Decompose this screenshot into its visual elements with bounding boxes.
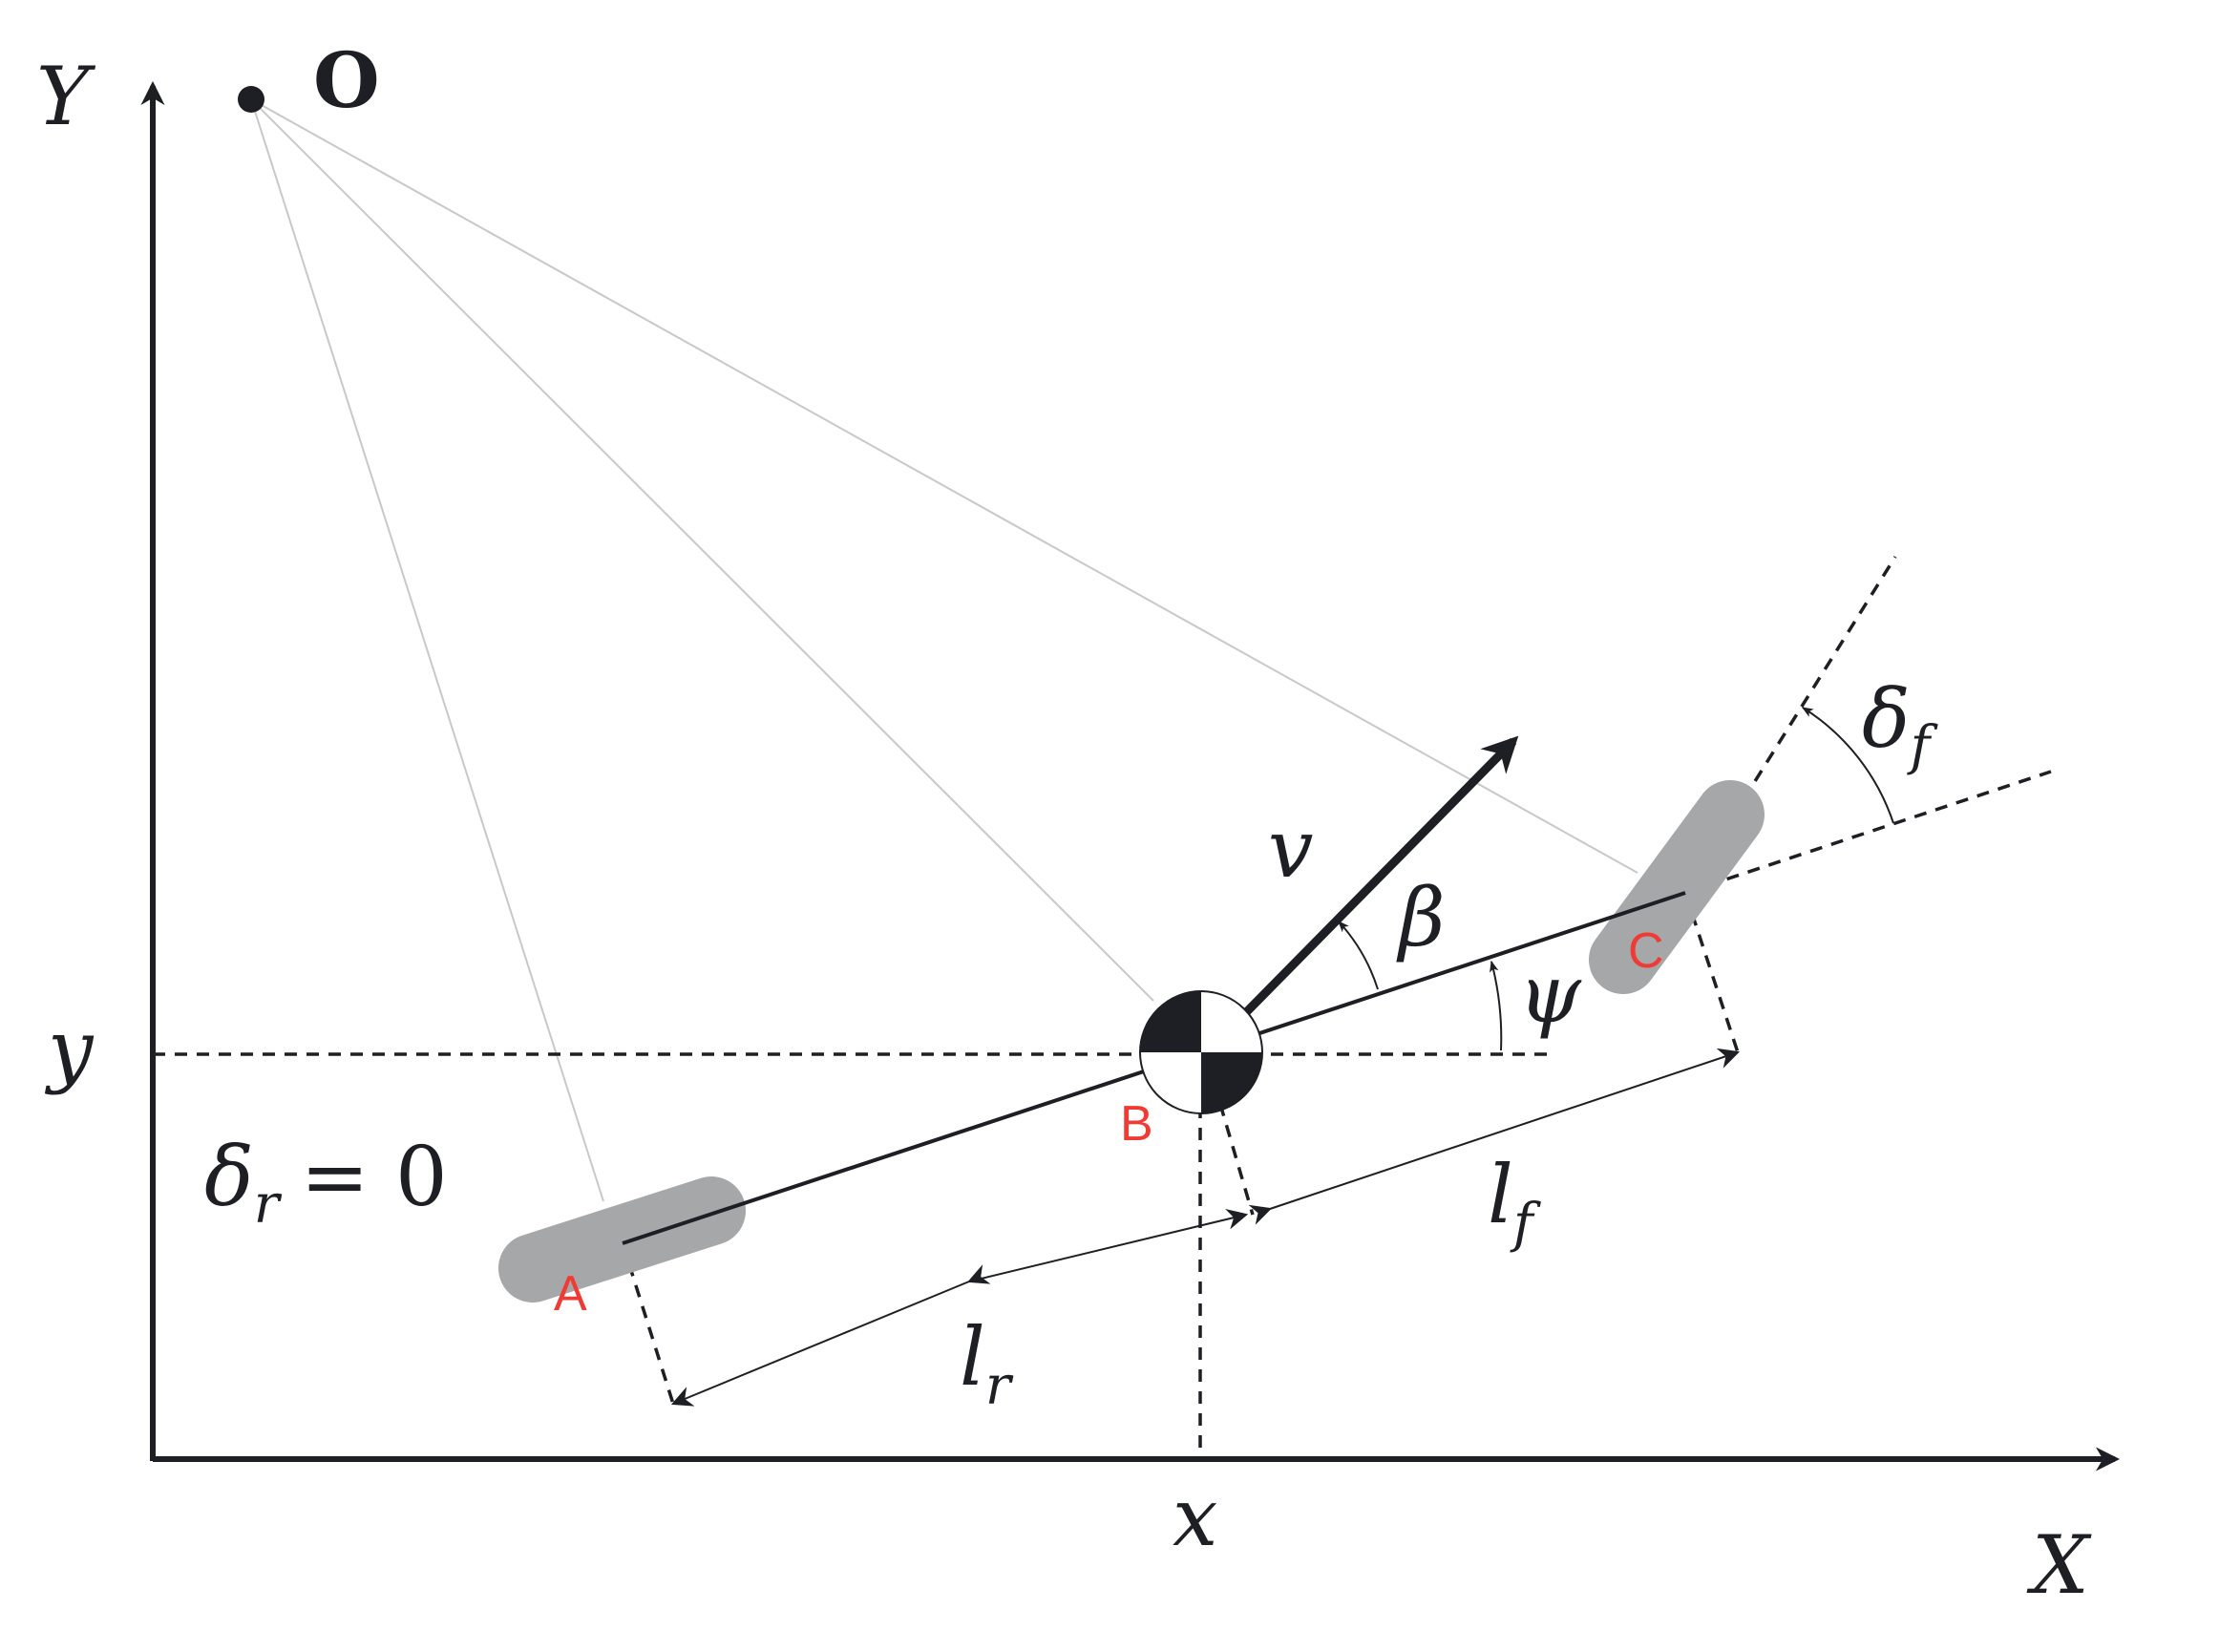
rear-wheel — [498, 1176, 746, 1303]
front-length-dimension — [1248, 1048, 1741, 1225]
rear-steer-label: δr= 0 — [204, 1130, 448, 1236]
point-label-front: C — [1628, 923, 1664, 979]
heading-label: ψ — [1518, 947, 1582, 1041]
x-axis-label: X — [2026, 1518, 2092, 1612]
rear-length-label: lr — [960, 1310, 1014, 1417]
slip-angle-arc — [1338, 921, 1379, 990]
velocity-vector — [1199, 735, 1519, 1060]
front-wheel — [1589, 780, 1765, 994]
y-axis-label: Y — [36, 50, 96, 143]
point-label-rear: A — [554, 1266, 587, 1322]
front-steer-label: δf — [1862, 672, 1939, 777]
x-tick-label: x — [1173, 1471, 1217, 1564]
heading-angle-arc — [1490, 960, 1503, 1051]
center-of-gravity-symbol — [1139, 990, 1263, 1114]
y-tick-label: y — [44, 1003, 95, 1096]
point-label-center: B — [1120, 1096, 1153, 1152]
velocity-label: v — [1268, 802, 1313, 896]
origin-label: O — [313, 35, 380, 125]
rays-from-origin — [250, 98, 1638, 1202]
slip-angle-label: β — [1396, 871, 1446, 964]
rear-length-dimension — [670, 1264, 991, 1407]
rear-length-dimension-ext — [968, 1208, 1249, 1282]
front-length-label: lf — [1488, 1148, 1542, 1255]
origin-point — [238, 86, 264, 113]
front-steer-arc — [1801, 707, 1894, 824]
